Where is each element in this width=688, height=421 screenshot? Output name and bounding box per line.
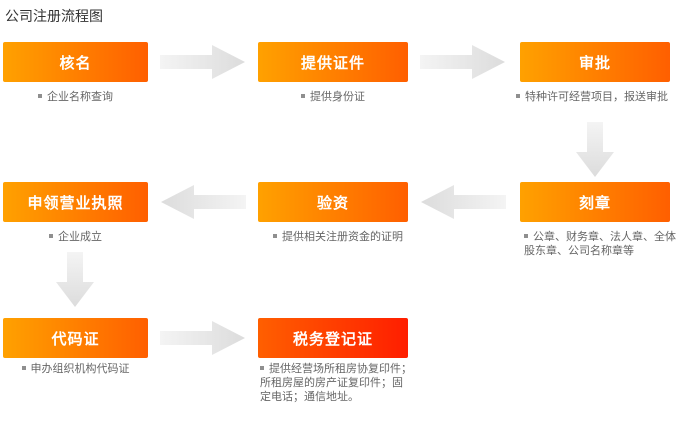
flow-node-approval: 审批 bbox=[520, 42, 670, 82]
node-label: 核名 bbox=[59, 54, 92, 72]
flow-node-seal-engraving: 刻章 bbox=[520, 182, 670, 222]
arrow-right-icon bbox=[420, 45, 505, 79]
note-text: 申办组织机构代码证 bbox=[30, 363, 130, 375]
bullet-icon bbox=[260, 366, 264, 370]
arrow-left-icon bbox=[421, 185, 506, 219]
node-note-name-check: 企业名称查询 bbox=[3, 90, 148, 104]
flow-node-capital-verification: 验资 bbox=[258, 182, 408, 222]
arrow-right-icon bbox=[160, 321, 245, 355]
bullet-icon bbox=[516, 94, 520, 98]
node-note-seal-engraving: 公章、财务章、法人章、全体股东章、公司名称章等 bbox=[524, 230, 676, 258]
flow-node-business-license: 申领营业执照 bbox=[3, 182, 148, 222]
node-note-code-certificate: 申办组织机构代码证 bbox=[3, 362, 148, 376]
bullet-icon bbox=[273, 234, 277, 238]
node-label: 提供证件 bbox=[300, 54, 365, 72]
note-text: 企业成立 bbox=[58, 231, 102, 243]
node-note-tax-registration: 提供经营场所租房协复印件；所租房屋的房产证复印件；固定电话；通信地址。 bbox=[260, 362, 412, 404]
note-text: 提供经营场所租房协复印件；所租房屋的房产证复印件；固定电话；通信地址。 bbox=[260, 363, 412, 403]
bullet-icon bbox=[38, 94, 42, 98]
node-label: 税务登记证 bbox=[292, 330, 373, 348]
node-label: 代码证 bbox=[51, 330, 100, 348]
flow-node-code-certificate: 代码证 bbox=[3, 318, 148, 358]
node-label: 验资 bbox=[316, 194, 349, 212]
note-text: 公章、财务章、法人章、全体股东章、公司名称章等 bbox=[524, 231, 676, 257]
note-text: 企业名称查询 bbox=[47, 91, 113, 103]
node-label: 审批 bbox=[578, 54, 611, 72]
bullet-icon bbox=[49, 234, 53, 238]
bullet-icon bbox=[301, 94, 305, 98]
node-note-approval: 特种许可经营项目，报送审批 bbox=[516, 90, 688, 104]
bullet-icon bbox=[524, 234, 528, 238]
arrow-down-icon bbox=[56, 252, 94, 307]
arrow-left-icon bbox=[161, 185, 246, 219]
arrow-down-icon bbox=[576, 122, 614, 177]
node-note-capital-verification: 提供相关注册资金的证明 bbox=[258, 230, 418, 244]
page-title: 公司注册流程图 bbox=[5, 8, 103, 24]
bullet-icon bbox=[21, 366, 26, 370]
node-label: 刻章 bbox=[578, 194, 611, 212]
note-text: 提供相关注册资金的证明 bbox=[282, 231, 403, 243]
node-note-business-license: 企业成立 bbox=[3, 230, 148, 244]
node-note-provide-documents: 提供身份证 bbox=[258, 90, 408, 104]
flow-node-name-check: 核名 bbox=[3, 42, 148, 82]
note-text: 特种许可经营项目，报送审批 bbox=[525, 91, 668, 103]
note-text: 提供身份证 bbox=[310, 91, 365, 103]
arrow-right-icon bbox=[160, 45, 245, 79]
node-label: 申领营业执照 bbox=[27, 194, 124, 212]
flow-node-provide-documents: 提供证件 bbox=[258, 42, 408, 82]
flow-node-tax-registration: 税务登记证 bbox=[258, 318, 408, 358]
